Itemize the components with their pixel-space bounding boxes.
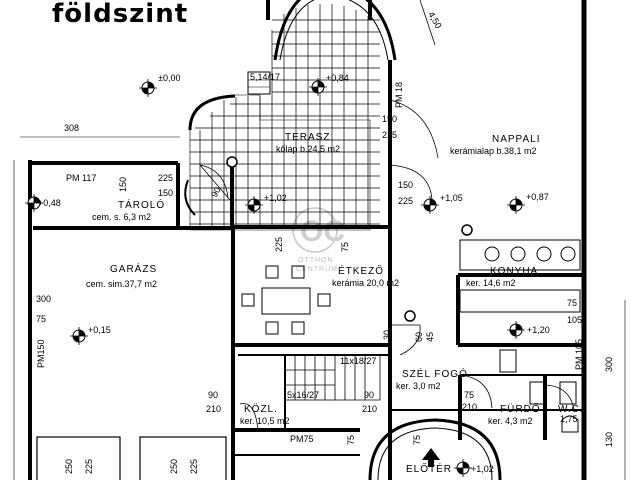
level-0: ±0,00 bbox=[158, 73, 180, 83]
room-wc-name: W.C. bbox=[558, 404, 584, 415]
level-8: +1,02 bbox=[471, 464, 494, 474]
dim-22: 250 bbox=[169, 459, 179, 474]
dim-49: 75 bbox=[340, 242, 350, 252]
dim-3: 150 bbox=[398, 180, 413, 190]
entrance-vestibule bbox=[368, 418, 502, 480]
room-furdo-name: FÜRDŐ bbox=[500, 401, 541, 415]
garage-parking bbox=[36, 436, 227, 480]
room-garazs-info: cem. sim.37,7 m2 bbox=[86, 279, 157, 289]
dim-40: PM 117 bbox=[66, 173, 96, 183]
dim-43: PM 105 bbox=[574, 339, 584, 370]
room-furdo-info: ker. 4,3 m2 bbox=[488, 416, 533, 426]
level-1: +0,84 bbox=[326, 73, 349, 83]
room-terasz-name: TERASZ bbox=[285, 132, 330, 143]
terrace-arches bbox=[184, 0, 397, 216]
dim-6: 225 bbox=[158, 173, 173, 183]
dim-0: 308 bbox=[64, 123, 79, 133]
dim-12: 90 bbox=[208, 390, 218, 400]
dim-28: 75 bbox=[346, 435, 356, 445]
watermark: OC OTTHON CENTRUM bbox=[292, 207, 345, 273]
level-3: +0,15 bbox=[88, 325, 111, 335]
terrace-tile-grid bbox=[189, 4, 380, 231]
dim-18: 300 bbox=[604, 357, 614, 372]
dim-14: 90 bbox=[364, 390, 374, 400]
plan-title: földszint bbox=[52, 0, 188, 29]
dim-47: 225 bbox=[274, 237, 284, 252]
room-tarolo-info: cem. s. 6,3 m2 bbox=[92, 212, 151, 222]
dim-42: PM75 bbox=[290, 434, 314, 444]
level-4: +1,02 bbox=[264, 193, 287, 203]
dim-37: 1,75 bbox=[560, 414, 578, 424]
dim-45: 11x18/27 bbox=[340, 356, 376, 366]
room-kozl-name: KÖZL. bbox=[244, 403, 278, 415]
dim-19: 130 bbox=[604, 432, 614, 447]
room-konyha-name: KONYHA bbox=[490, 266, 538, 277]
dim-23: 225 bbox=[189, 459, 199, 474]
dimension-lines bbox=[13, 136, 626, 480]
level-5: +1,05 bbox=[440, 193, 463, 203]
dim-38: 5,14/17 bbox=[250, 72, 280, 82]
room-tarolo-name: TÁROLÓ bbox=[118, 198, 165, 211]
dim-51: 45 bbox=[425, 332, 435, 342]
watermark-line1: OTTHON bbox=[298, 257, 334, 264]
dim-4: 225 bbox=[398, 196, 413, 206]
dim-11: 75 bbox=[36, 314, 46, 324]
door-swings bbox=[199, 0, 575, 431]
dim-41: PM150 bbox=[36, 339, 46, 368]
watermark-line2: CENTRUM bbox=[296, 266, 338, 273]
dim-15: 210 bbox=[362, 404, 377, 414]
dim-1: 150 bbox=[382, 114, 397, 124]
level-2: +0,48 bbox=[38, 198, 61, 208]
dim-7: 150 bbox=[158, 188, 173, 198]
level-6: +0,87 bbox=[526, 192, 549, 202]
dim-10: 300 bbox=[36, 294, 51, 304]
room-terasz-info: kőlap b.24,5 m2 bbox=[276, 144, 340, 154]
dim-44: 5x16/27 bbox=[287, 390, 319, 400]
watermark-logo: OC bbox=[300, 215, 345, 248]
room-konyha-info: ker. 14,6 m2 bbox=[466, 278, 516, 288]
dim-48: 90 bbox=[209, 185, 223, 199]
room-nappali-name: NAPPALI bbox=[492, 134, 541, 145]
room-etkezo-info: kerámia 20,0 m2 bbox=[332, 278, 399, 288]
dim-39: PM 18 bbox=[394, 82, 404, 108]
level-labels: ±0,00 +0,84 +0,48 +0,15 +1,02 +1,05 +0,8… bbox=[38, 73, 550, 474]
dim-13: 210 bbox=[206, 404, 221, 414]
level-markers bbox=[25, 78, 525, 477]
dim-26: 75 bbox=[464, 390, 474, 400]
room-kozl-info: ker. 10,5 m2 bbox=[240, 416, 290, 426]
dim-20: 250 bbox=[64, 459, 74, 474]
level-7: +1,20 bbox=[527, 325, 550, 335]
staircase bbox=[284, 354, 381, 401]
dim-16: 75 bbox=[567, 298, 577, 308]
room-szelfogo-name: SZÉL FOGÓ bbox=[402, 367, 468, 380]
room-nappali-info: kerámialap b.38,1 m2 bbox=[450, 146, 537, 156]
dining-table bbox=[241, 265, 331, 335]
dim-5: 150 bbox=[118, 177, 128, 192]
dim-27: 210 bbox=[462, 402, 477, 412]
room-garazs-name: GARÁZS bbox=[110, 262, 157, 275]
dim-17: 105 bbox=[567, 315, 582, 325]
dimension-labels: 308 150 225 150 225 150 225 150 300 75 9… bbox=[36, 10, 614, 474]
dim-50: 60 bbox=[414, 332, 424, 342]
room-labels: TERASZ kőlap b.24,5 m2 NAPPALI kerámiala… bbox=[86, 132, 584, 475]
room-szelfogo-info: ker. 3,0 m2 bbox=[396, 381, 441, 391]
dim-30: 75 bbox=[412, 435, 422, 445]
dim-21: 225 bbox=[84, 459, 94, 474]
dim-36: 30 bbox=[382, 330, 392, 340]
room-eloter-name: ELŐTÉR bbox=[406, 461, 452, 475]
dim-2: 225 bbox=[382, 130, 397, 140]
kitchen-counter bbox=[459, 239, 581, 433]
room-etkezo-name: ÉTKEZŐ bbox=[338, 263, 384, 277]
